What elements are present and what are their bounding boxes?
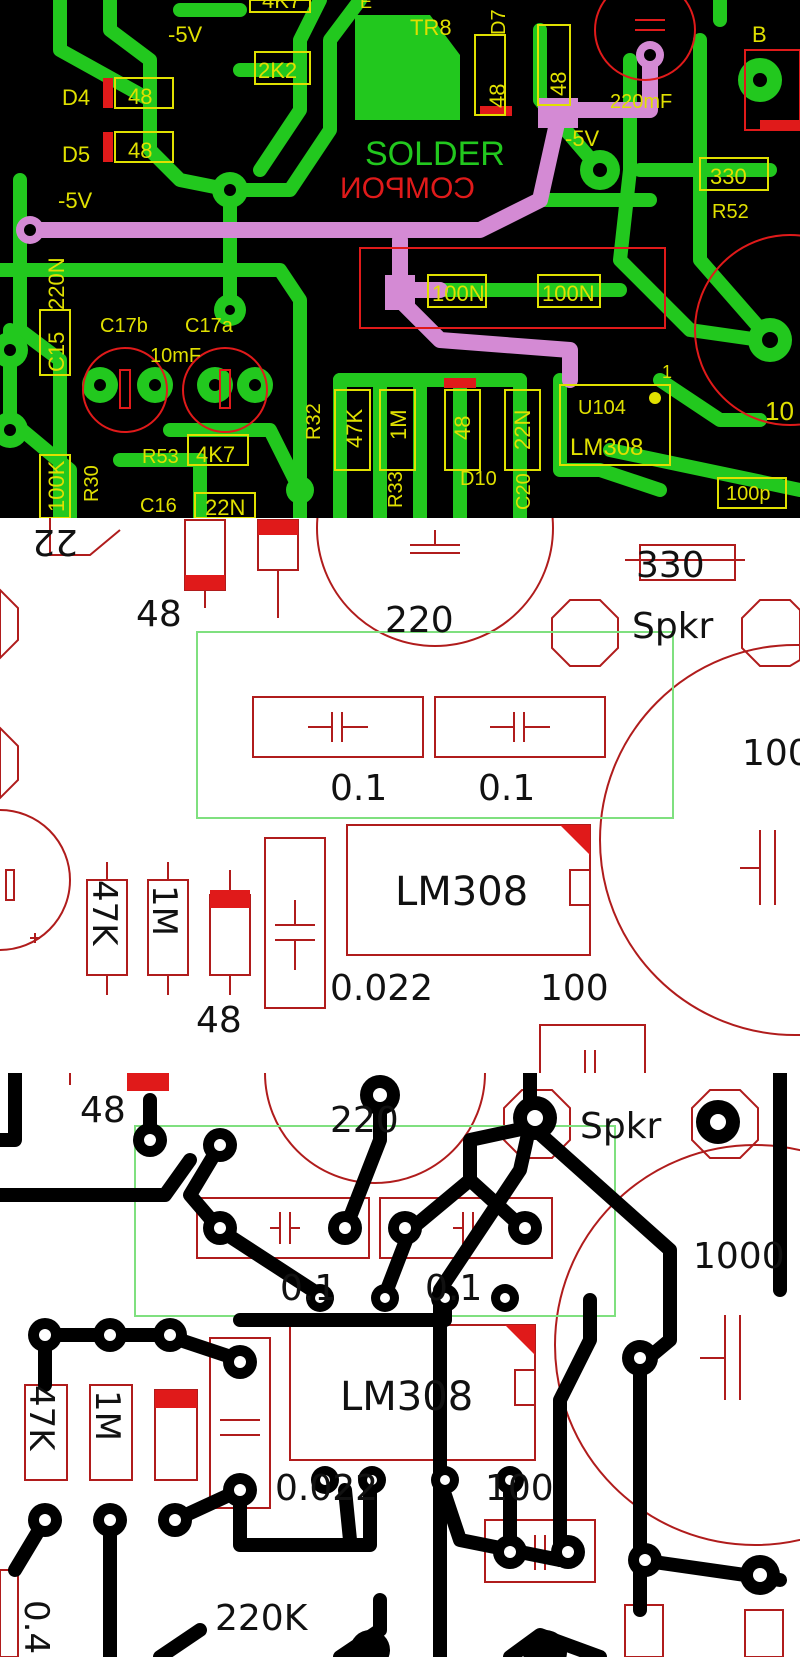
label-220mf: 220mF	[610, 91, 672, 113]
mid-label-220: 220	[385, 600, 454, 641]
pcb-layout-drawing: D4 D5 48 48 2K2 4K7 -5V -5V -5V TR8 220m…	[0, 0, 800, 518]
label-r53: R53	[142, 446, 179, 468]
mid-label-0.022: 0.022	[330, 968, 433, 1009]
label-neg5v-c: -5V	[565, 126, 600, 151]
mid-label-0.1-b: 0.1	[478, 768, 535, 809]
bot-label-1000: 1000	[693, 1236, 785, 1277]
copper-traces-drawing: 48 220 Spkr 1000 0.1 0.1 LM308 0.022 100…	[0, 1073, 800, 1657]
label-48d: 48	[546, 72, 571, 96]
pcb-layout-panel: D4 D5 48 48 2K2 4K7 -5V -5V -5V TR8 220m…	[0, 0, 800, 518]
bot-label-1m: 1M	[87, 1390, 127, 1441]
label-neg5v-b: -5V	[58, 188, 93, 213]
label-4k7-top: 4K7	[262, 0, 301, 13]
label-100p: 100p	[726, 483, 771, 505]
label-b: B	[752, 22, 767, 47]
mid-label-1m: 1M	[144, 885, 184, 936]
bot-label-48: 48	[80, 1090, 126, 1131]
label-c16: C16	[140, 495, 177, 517]
mid-label-47k: 47K	[84, 880, 124, 947]
bot-label-0.1-b: 0.1	[425, 1268, 482, 1309]
mid-label-48-b: 48	[196, 1000, 242, 1041]
label-lm308: LM308	[570, 434, 643, 461]
label-1m: 1M	[386, 409, 411, 440]
label-10mf: 10mF	[150, 345, 201, 367]
label-d5: D5	[62, 142, 90, 167]
label-r32: R32	[303, 403, 325, 440]
label-220n: 220N	[44, 257, 69, 310]
bot-label-47k: 47K	[21, 1385, 61, 1452]
label-r33: R33	[385, 471, 407, 508]
label-100n-b: 100N	[542, 281, 595, 306]
label-48b: 48	[128, 138, 152, 163]
label-22n-b: 22N	[510, 410, 535, 450]
mid-label-lm308: LM308	[395, 869, 528, 915]
label-tr8: TR8	[410, 15, 452, 40]
label-pin1: 1	[662, 362, 672, 382]
silkscreen-drawing: 22 48 220 330 Spkr 100 0.1 0.1 LM308 48 …	[0, 518, 800, 1073]
label-r52: R52	[712, 201, 749, 223]
mid-label-48: 48	[136, 594, 182, 635]
mid-label-0.1-a: 0.1	[330, 768, 387, 809]
label-d10: D10	[460, 468, 497, 490]
label-48a: 48	[128, 84, 152, 109]
label-100-edge: 10	[765, 396, 794, 426]
bot-label-100: 100	[485, 1468, 554, 1509]
label-4k7: 4K7	[196, 442, 235, 467]
label-100n-a: 100N	[432, 281, 485, 306]
label-48c: 48	[485, 84, 510, 108]
bot-label-220: 220	[330, 1100, 399, 1141]
bot-label-0.022: 0.022	[275, 1468, 378, 1509]
mid-label-100: 100	[742, 733, 800, 774]
label-47k: 47K	[342, 409, 367, 448]
label-2k2: 2K2	[258, 58, 297, 83]
label-e: E	[360, 0, 372, 12]
label-d7: D7	[488, 9, 510, 35]
label-c17a: C17a	[185, 315, 234, 337]
bot-label-0.1-a: 0.1	[280, 1268, 337, 1309]
label-r30: R30	[81, 465, 103, 502]
mid-label-100-small: 100	[540, 968, 609, 1009]
label-22n: 22N	[205, 495, 245, 518]
solder-title: SOLDER	[365, 135, 505, 173]
label-c17b: C17b	[100, 315, 148, 337]
label-d4: D4	[62, 85, 90, 110]
compon-mirrored-title: COMPON	[340, 172, 475, 205]
mid-label-22: 22	[32, 521, 78, 562]
bot-label-220k: 220K	[215, 1598, 309, 1639]
bot-label-0.4: 0.4	[16, 1600, 56, 1654]
label-c20: C20	[513, 473, 535, 510]
copper-traces-panel: 48 220 Spkr 1000 0.1 0.1 LM308 0.022 100…	[0, 1073, 800, 1657]
silkscreen-panel: 22 48 220 330 Spkr 100 0.1 0.1 LM308 48 …	[0, 518, 800, 1073]
mid-label-330: 330	[636, 545, 705, 586]
label-c15: C15	[44, 332, 69, 372]
label-48e: 48	[450, 416, 475, 440]
label-100k: 100K	[44, 460, 69, 512]
bot-label-lm308: LM308	[340, 1374, 473, 1420]
bot-label-spkr: Spkr	[580, 1106, 662, 1147]
mid-label-spkr: Spkr	[632, 606, 714, 647]
label-u104: U104	[578, 397, 626, 419]
label-330: 330	[710, 164, 747, 189]
label-neg5v-a: -5V	[168, 22, 203, 47]
